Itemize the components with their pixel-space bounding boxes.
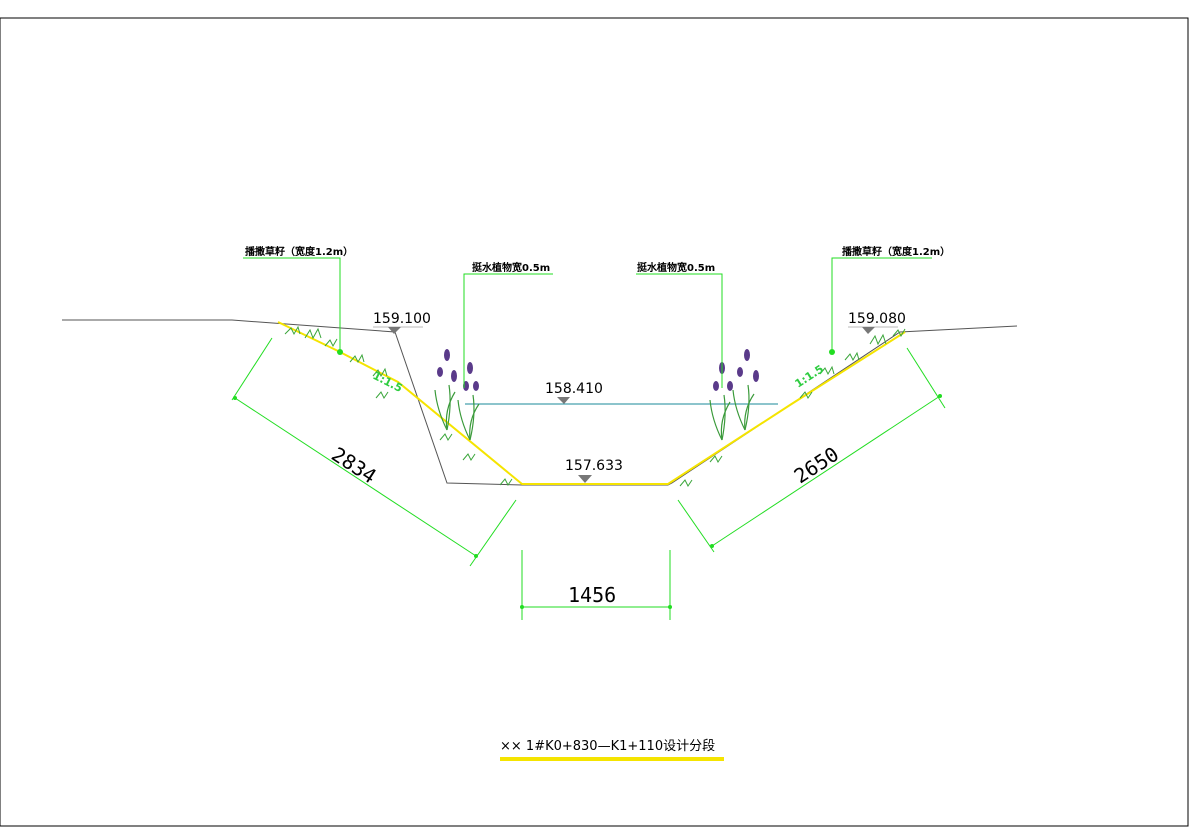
svg-text:158.410: 158.410	[545, 381, 603, 397]
drawing-title: ×× 1#K0+830—K1+110设计分段	[500, 739, 715, 754]
annotation-right-plants: 挺水植物宽0.5m	[637, 261, 715, 274]
plants-left	[434, 349, 480, 441]
elevation-marker-bed: 157.633	[565, 458, 623, 483]
annotation-right-grass: 播撒草籽（宽度1.2m）	[842, 245, 950, 258]
leader-dot-left	[337, 349, 343, 355]
grass-left	[284, 325, 513, 486]
plants-right	[709, 349, 759, 441]
svg-text:157.633: 157.633	[565, 458, 623, 474]
annotation-leaders	[243, 257, 932, 388]
grass-right	[679, 328, 906, 487]
dimension-bottom: 1456	[520, 550, 672, 620]
svg-text:159.100: 159.100	[373, 311, 431, 327]
elevation-marker-right-top: 159.080	[848, 311, 906, 334]
annotation-left-grass: 播撒草籽（宽度1.2m）	[245, 245, 353, 258]
title-underline	[500, 757, 724, 761]
slope-label-left: 1:1.5	[371, 369, 405, 395]
leader-dot-right	[829, 349, 835, 355]
elevation-marker-left-top: 159.100	[373, 311, 431, 334]
annotation-left-plants: 挺水植物宽0.5m	[472, 261, 550, 274]
svg-text:2650: 2650	[790, 442, 843, 488]
elevation-marker-water: 158.410	[545, 381, 603, 404]
svg-text:2834: 2834	[327, 442, 380, 488]
svg-text:1456: 1456	[568, 583, 616, 607]
drawing-frame	[0, 17, 1189, 827]
existing-ground-line	[62, 319, 1018, 486]
svg-text:159.080: 159.080	[848, 311, 906, 327]
